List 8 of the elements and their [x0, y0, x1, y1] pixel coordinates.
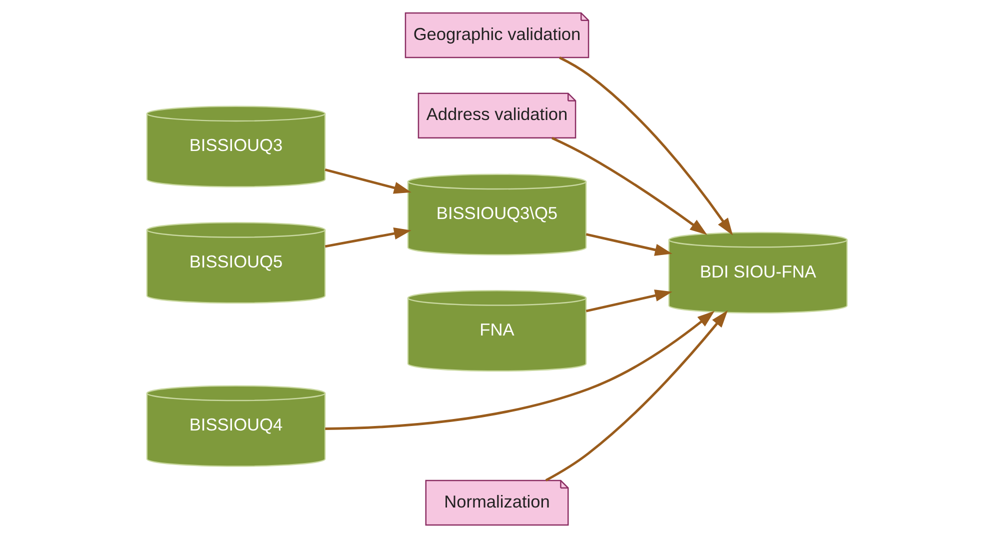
arrow [324, 228, 411, 248]
arrow [544, 310, 728, 482]
arrow [324, 310, 714, 430]
arrow [558, 56, 732, 236]
arrow [585, 233, 672, 256]
arrow [324, 168, 411, 194]
arrow [585, 290, 672, 312]
arrow [551, 136, 707, 235]
